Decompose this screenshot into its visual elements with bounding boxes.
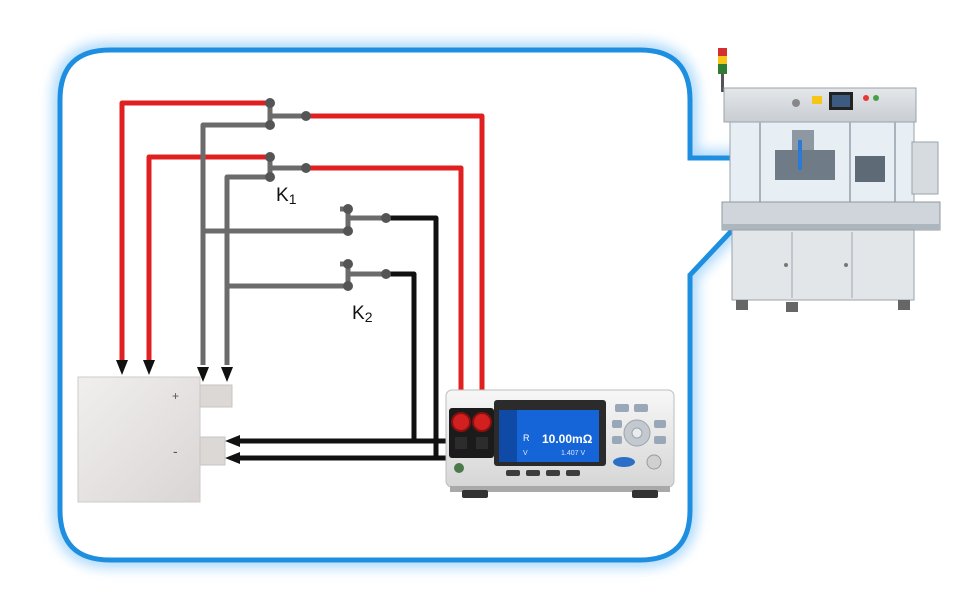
machine-label	[812, 96, 822, 104]
k1-label: K1	[276, 185, 297, 207]
red-wire-2	[146, 154, 268, 360]
machine-cabinet-handle	[844, 263, 848, 267]
meter-v-value: 1.407 V	[561, 450, 585, 457]
meter-softkey[interactable]	[506, 470, 520, 476]
switch-k1-b	[265, 152, 311, 182]
meter-foot	[462, 490, 488, 498]
meter-r-label: R	[523, 433, 530, 443]
meter-ground-jack	[454, 463, 464, 473]
red-wire-2-out	[306, 165, 464, 415]
switch-contact	[343, 281, 353, 291]
switch-contact	[265, 172, 275, 182]
meter-foot	[632, 490, 658, 498]
battery-tab-negative	[199, 436, 226, 466]
meter-terminal-red-2	[472, 412, 492, 432]
arrow-gray-2	[221, 367, 233, 382]
meter-softkey[interactable]	[546, 470, 560, 476]
meter-terminal-black-2	[476, 437, 488, 449]
battery-tab-positive	[199, 384, 233, 408]
signal-tower-pole	[721, 74, 724, 92]
meter-dpad-center[interactable]	[631, 427, 643, 439]
meter-power-button[interactable]	[646, 454, 662, 470]
meter-button[interactable]	[654, 420, 666, 428]
meter-screen-sidebar	[499, 410, 517, 462]
meter-softkey[interactable]	[526, 470, 540, 476]
red-wire-1	[119, 100, 268, 360]
switch-k2-b	[340, 259, 391, 291]
switch-contact	[265, 152, 275, 162]
switch-contact	[381, 269, 391, 279]
meter-brand-badge	[613, 457, 635, 467]
signal-tower-green	[718, 64, 727, 74]
meter-button[interactable]	[654, 436, 666, 444]
k2-label: K2	[352, 303, 373, 325]
switch-contact	[343, 259, 353, 269]
machine-foot	[898, 300, 910, 310]
meter-button[interactable]	[612, 420, 622, 428]
machine-fixture	[792, 130, 814, 150]
production-machine	[718, 48, 941, 312]
machine-cable-blue	[798, 140, 802, 170]
meter-reading: 10.00mΩ	[542, 432, 593, 446]
switch-contact	[343, 226, 353, 236]
machine-fixture	[855, 156, 885, 182]
machine-foot	[736, 300, 748, 310]
meter-button[interactable]	[615, 404, 629, 412]
meter-v-label: V	[523, 450, 528, 457]
machine-side-door	[911, 141, 939, 195]
arrow-red-2	[143, 360, 155, 375]
wires	[119, 100, 485, 461]
machine-indicator	[873, 95, 879, 101]
arrow-black-1	[225, 435, 240, 447]
switch-contact	[381, 213, 391, 223]
arrow-red-1	[116, 360, 128, 375]
switch-contact	[265, 98, 275, 108]
battery-meter: R 10.00mΩ V 1.407 V	[445, 389, 675, 498]
machine-indicator	[792, 99, 800, 107]
switch-contact	[265, 120, 275, 130]
machine-table-edge	[722, 224, 940, 230]
switch-contact	[343, 204, 353, 214]
machine-fixture	[775, 150, 835, 180]
machine-indicator	[863, 95, 869, 101]
gray-wire-1	[200, 122, 268, 365]
meter-terminal-red-1	[451, 412, 471, 432]
machine-cabinet-handle	[784, 263, 788, 267]
arrow-black-2	[225, 452, 240, 464]
red-wire-1-out	[306, 113, 485, 415]
switch-k1-a	[265, 98, 311, 130]
machine-top-cabinet	[723, 87, 917, 123]
switch-contact	[301, 163, 311, 173]
black-wire-1	[240, 215, 439, 461]
machine-hmi-display	[832, 95, 850, 107]
meter-softkey[interactable]	[566, 470, 580, 476]
arrowheads	[116, 360, 240, 464]
battery-plus-label: +	[172, 389, 179, 403]
switch-k2-a	[340, 204, 391, 236]
gray-wire-2	[224, 174, 268, 365]
switch-contact	[301, 111, 311, 121]
machine-base-cabinet	[731, 229, 915, 301]
battery-body	[77, 376, 201, 503]
meter-terminal-black-1	[455, 437, 467, 449]
signal-tower-yellow	[718, 56, 727, 64]
machine-foot	[786, 302, 798, 312]
arrow-gray-1	[197, 367, 209, 382]
meter-button[interactable]	[612, 436, 622, 444]
signal-tower-red	[718, 48, 727, 56]
battery-cell: + -	[77, 376, 233, 503]
meter-button[interactable]	[634, 404, 648, 412]
black-wire-2	[240, 271, 417, 444]
meter-base	[450, 486, 670, 492]
battery-minus-label: -	[173, 443, 178, 459]
